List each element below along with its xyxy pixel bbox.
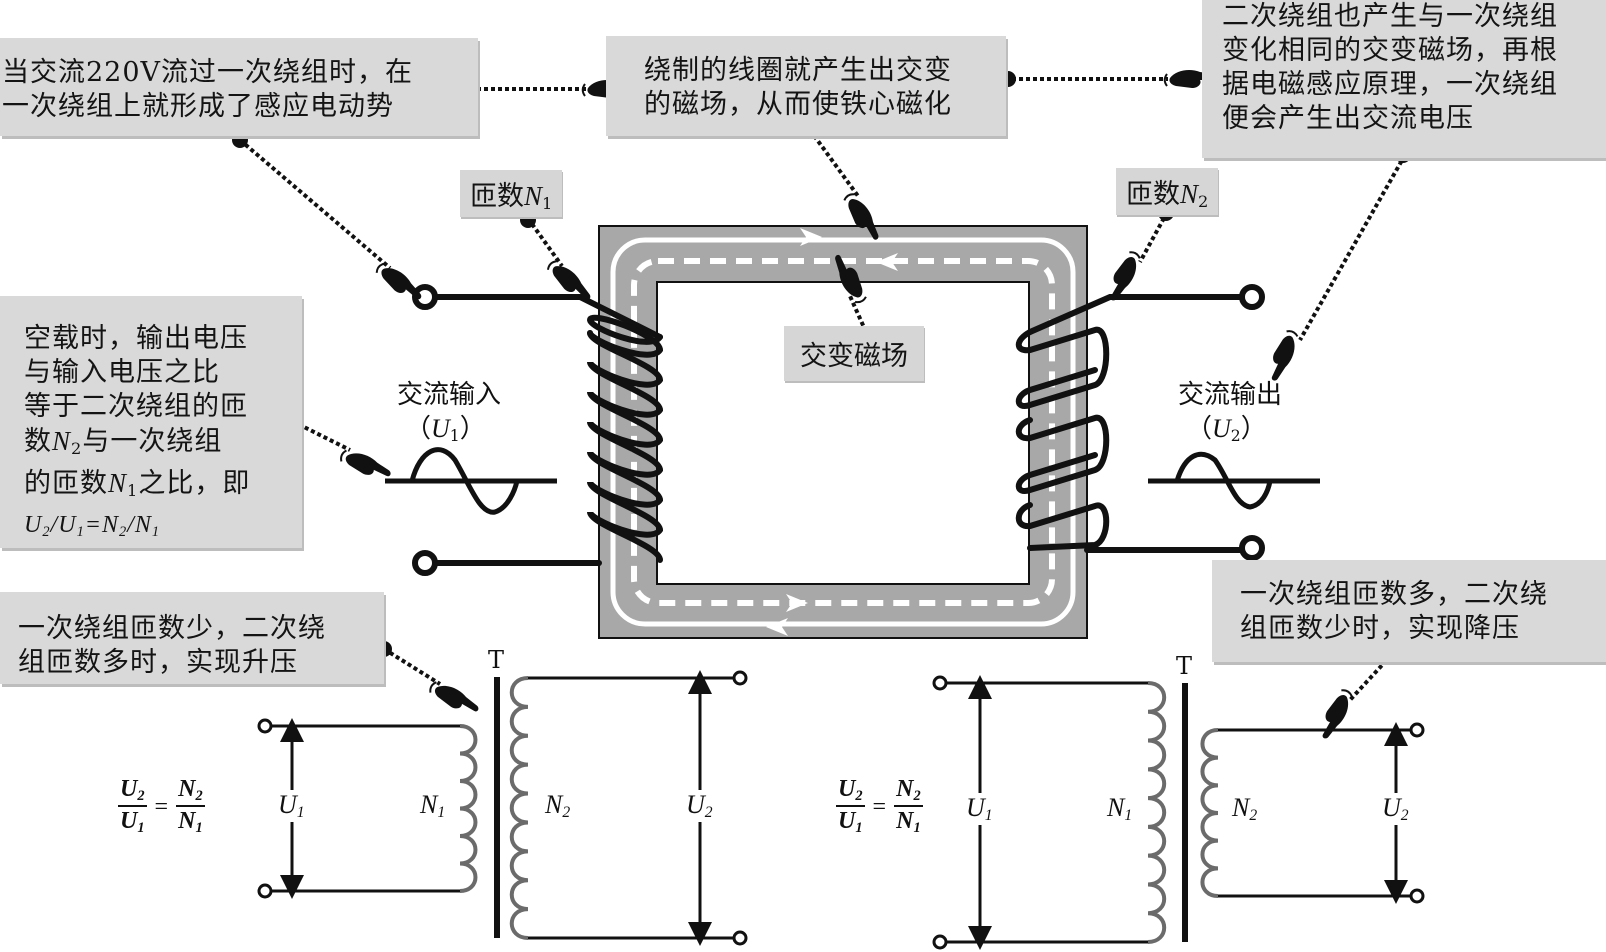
note-line: 当交流220V流过一次绕组时，在	[2, 57, 414, 88]
note-line: 一次绕组匝数少，二次绕	[18, 613, 326, 644]
note-line: 空载时，输出电压	[24, 323, 248, 354]
label-u2: （U2）	[1186, 414, 1267, 445]
var-n: N	[524, 181, 543, 211]
ratio-formula: U2 = N2 U1 N1	[836, 776, 923, 836]
label-n1: N1	[1107, 793, 1133, 824]
note-line: 变化相同的交变磁场，再根	[1222, 35, 1558, 66]
text: 匝数	[470, 181, 524, 212]
note-line: 数N2与一次绕组	[24, 424, 302, 466]
output-terminal-bottom	[1239, 535, 1265, 561]
subscript: 1	[542, 194, 553, 213]
output-sine-wave	[1148, 452, 1320, 510]
primary-winding-n1	[1147, 681, 1166, 944]
tag-turns-n2: 匝数N2	[1116, 168, 1219, 215]
text: 的匝数	[24, 468, 108, 499]
note-no-load: 空载时，输出电压 与输入电压之比 等于二次绕组的匝 数N2与一次绕组 的匝数N1…	[0, 296, 302, 548]
schematic-step-up	[257, 670, 748, 946]
note-step-down: 一次绕组匝数多，二次绕 组匝数少时，实现降压	[1212, 560, 1606, 662]
var-n: N	[1180, 179, 1199, 209]
label-n1: N1	[420, 790, 446, 821]
leader-lines	[238, 77, 1407, 702]
note-secondary: 二次绕组也产生与一次绕组 变化相同的交变磁场，再根 据电磁感应原理，一次绕组 便…	[1202, 0, 1606, 158]
note-primary-emf: 当交流220V流过一次绕组时，在 一次绕组上就形成了感应电动势	[0, 38, 478, 136]
input-terminal-bottom	[412, 550, 438, 576]
note-line: 的磁场，从而使铁心磁化	[644, 89, 952, 120]
core-label-t: T	[1176, 652, 1193, 680]
note-line: 组匝数少时，实现降压	[1240, 613, 1520, 644]
note-magnetize: 绕制的线圈就产生出交变 的磁场，从而使铁心磁化	[606, 36, 1006, 136]
note-line: 的匝数N1之比，即	[24, 466, 302, 508]
text: 之比，即	[138, 468, 251, 499]
secondary-winding-n2	[1200, 728, 1219, 898]
text: 与一次绕组	[82, 426, 223, 457]
note-line: 便会产生出交流电压	[1222, 103, 1474, 134]
text: 数	[24, 426, 52, 457]
subscript: 1	[127, 481, 139, 500]
var-n: N	[108, 468, 128, 498]
ratio-formula: U2/U1=N2/N1	[24, 512, 161, 540]
label-u1: （U1）	[405, 414, 486, 445]
primary-coil	[433, 294, 664, 566]
note-line: 一次绕组匝数多，二次绕	[1240, 579, 1548, 610]
output-terminal-top	[1239, 284, 1265, 310]
flux-arrow-icon	[800, 228, 822, 246]
label-u1: U1	[278, 790, 305, 822]
note-line: 据电磁感应原理，一次绕组	[1222, 69, 1558, 100]
label-u2: U2	[686, 790, 713, 822]
flux-arrow-icon	[786, 594, 808, 612]
label-ac-output: 交流输出	[1178, 380, 1283, 410]
label-n2: N2	[545, 790, 571, 821]
secondary-coil	[1015, 294, 1243, 553]
label-n2: N2	[1232, 793, 1258, 824]
flux-arrow-icon	[766, 618, 788, 636]
label-ac-input: 交流输入	[397, 380, 502, 410]
ratio-formula: U2 = N2 U1 N1	[118, 776, 205, 836]
iron-core	[598, 225, 1088, 639]
flux-arrow-icon	[876, 253, 898, 271]
note-line: 与输入电压之比	[24, 357, 220, 388]
schematic-step-down	[932, 675, 1425, 950]
note-line: 组匝数多时，实现升压	[18, 647, 298, 678]
subscript: 2	[1198, 192, 1209, 211]
label-u1: U1	[966, 793, 993, 825]
note-line: 绕制的线圈就产生出交变	[644, 55, 952, 86]
note-line: 一次绕组上就形成了感应电动势	[2, 91, 394, 122]
text: 匝数	[1126, 179, 1180, 210]
note-step-up: 一次绕组匝数少，二次绕 组匝数多时，实现升压	[0, 592, 384, 684]
note-line: 二次绕组也产生与一次绕组	[1222, 1, 1558, 32]
tag-alternating-field: 交变磁场	[784, 326, 924, 381]
tag-turns-n1: 匝数N1	[460, 170, 563, 217]
flux-path-outer	[610, 237, 1076, 627]
note-line: 等于二次绕组的匝	[24, 391, 248, 422]
label-u2: U2	[1382, 793, 1409, 825]
secondary-winding-n2	[509, 676, 529, 940]
subscript: 2	[71, 439, 83, 458]
core-label-t: T	[488, 646, 505, 674]
input-sine-wave	[385, 447, 557, 515]
primary-winding-n1	[459, 724, 478, 893]
var-n: N	[52, 426, 72, 456]
